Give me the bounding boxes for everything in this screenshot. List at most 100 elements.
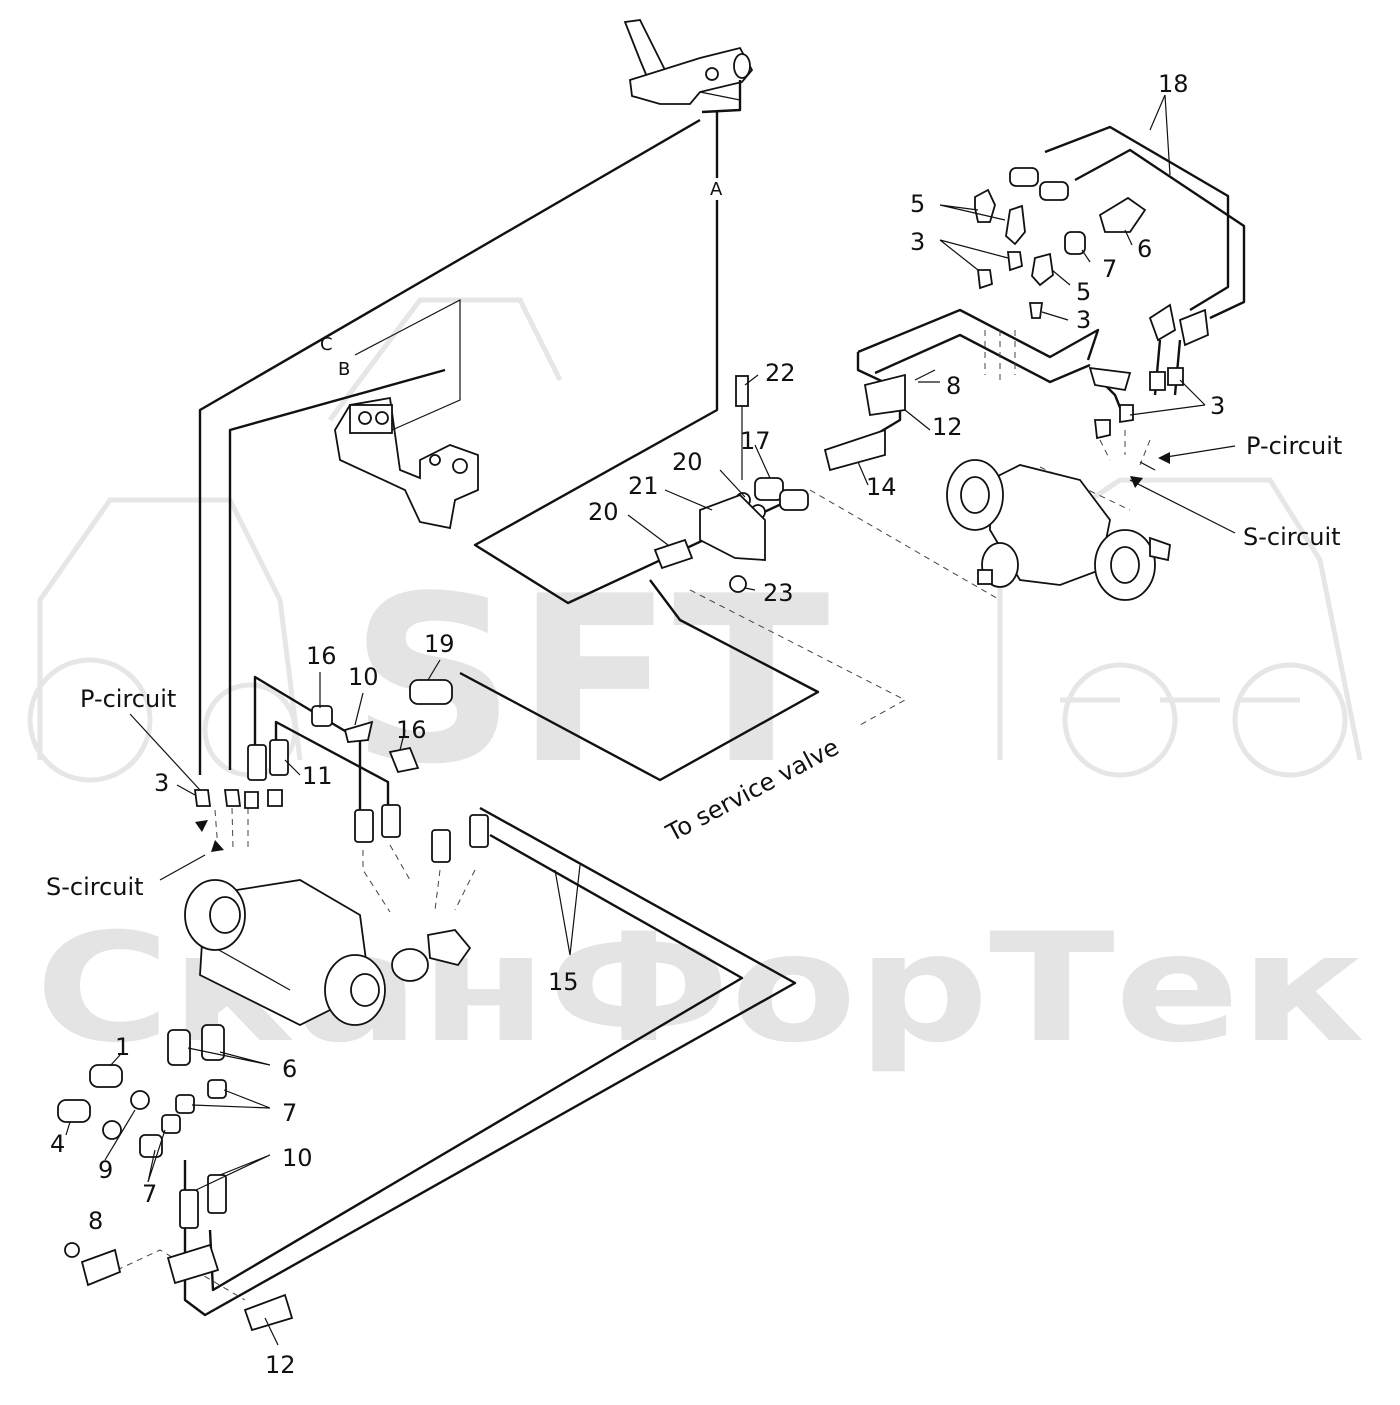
- nut-16a: [311, 705, 333, 727]
- nut-7c: [161, 1114, 181, 1134]
- pipe-mid-a: [857, 308, 1100, 361]
- callout-3-top: 3: [910, 228, 925, 256]
- adapter-3c: [1028, 302, 1044, 319]
- line-b: [228, 368, 446, 770]
- pipe-18-b: [1074, 148, 1246, 320]
- elbow-5c: [1031, 252, 1054, 287]
- callout-5-top: 5: [910, 190, 925, 218]
- plug-19: [409, 679, 453, 705]
- callout-1: 1: [115, 1033, 130, 1061]
- pipe-11-b: [274, 720, 390, 805]
- callout-3-mid: 3: [1076, 306, 1091, 334]
- arrow-s-right: [1130, 476, 1143, 488]
- callout-18: 18: [1158, 70, 1189, 98]
- callout-17: 17: [740, 427, 771, 455]
- screw-8b: [64, 1242, 80, 1258]
- callout-20-left: 20: [588, 498, 619, 526]
- watermark-tractor-right: [997, 477, 1363, 778]
- tee-10a: [179, 1189, 199, 1229]
- s-circuit-label-left: S-circuit: [46, 873, 144, 901]
- callout-4: 4: [50, 1130, 65, 1158]
- line-c-loop: [701, 80, 742, 114]
- callout-19: 19: [424, 630, 455, 658]
- rear-axle-housing: [946, 459, 1171, 601]
- fitting-axle-b: [381, 804, 401, 838]
- adapter-3-left-a: [193, 789, 212, 807]
- p-circuit-label-left: P-circuit: [80, 685, 176, 713]
- elbow-mid: [1088, 366, 1132, 392]
- seal-9b: [102, 1120, 122, 1140]
- bracket-21: [699, 493, 766, 561]
- elbow-18b: [1178, 308, 1209, 347]
- fitting-axle-c: [431, 829, 451, 863]
- control-valve-bracket: [334, 299, 479, 530]
- switch-1: [89, 1064, 123, 1088]
- callout-8-bottom: 8: [88, 1207, 103, 1235]
- coupling-6b: [201, 1024, 225, 1061]
- nut-23: [729, 575, 747, 593]
- coupling-6: [1098, 196, 1147, 233]
- line-letter-b: B: [338, 359, 350, 380]
- coupling-6a: [167, 1029, 191, 1066]
- fitting-11a: [247, 744, 267, 781]
- callout-7-right: 7: [282, 1099, 297, 1127]
- callout-10-bottom: 10: [282, 1144, 313, 1172]
- callout-23: 23: [763, 579, 794, 607]
- tee-10b: [207, 1174, 227, 1214]
- callout-12-top: 12: [932, 413, 963, 441]
- arrow-p-right: [1158, 452, 1170, 464]
- adapter-3g: [1167, 367, 1184, 386]
- p-circuit-label-right: P-circuit: [1246, 432, 1342, 460]
- callout-20-top: 20: [672, 448, 703, 476]
- arrow-s-left: [211, 840, 224, 852]
- seal-9a: [130, 1090, 150, 1110]
- switch-4: [57, 1099, 91, 1123]
- end-fitting-18a: [1009, 167, 1039, 187]
- callout-16-right: 16: [396, 716, 427, 744]
- s-circuit-label-right: S-circuit: [1243, 523, 1341, 551]
- screw-8: [914, 369, 936, 381]
- hose-clip-14: [823, 428, 886, 472]
- adapter-3-left-d: [267, 789, 283, 807]
- plate-8: [80, 1248, 122, 1287]
- tee-10: [343, 720, 374, 743]
- callout-14: 14: [866, 473, 897, 501]
- adapter-3a: [1006, 251, 1023, 272]
- brake-pedal-valve: [623, 19, 754, 105]
- nut-7d: [139, 1134, 163, 1158]
- arrows: [195, 452, 1170, 852]
- clamp-12b: [243, 1293, 294, 1332]
- front-axle-housing: [184, 879, 472, 1027]
- bolt-22-head: [735, 375, 749, 407]
- nut-7b: [207, 1079, 227, 1099]
- callout-numbers: 18 5 6 3 7 5 3 22 8 3 12 17 20 14 21 20 …: [50, 70, 1225, 1379]
- adapter-3d: [1093, 419, 1111, 440]
- elbow-18a: [1148, 303, 1177, 342]
- leader-lines: [65, 94, 1236, 1346]
- elbow-5b: [1005, 204, 1026, 246]
- pipe-mid-b: [874, 333, 1091, 384]
- callout-21: 21: [628, 472, 659, 500]
- fitting-17a: [754, 477, 784, 501]
- callout-3-right: 3: [1210, 392, 1225, 420]
- line-a-lower: [473, 200, 791, 605]
- nut-7: [1064, 231, 1086, 255]
- line-letter-c: C: [320, 334, 333, 355]
- callout-10-left: 10: [348, 663, 379, 691]
- callout-3-left: 3: [154, 769, 169, 797]
- callout-7-bottom: 7: [142, 1180, 157, 1208]
- pipe-11-a: [253, 675, 362, 810]
- fitting-11b: [269, 739, 289, 776]
- adapter-3f: [1149, 371, 1166, 391]
- adapter-3-left-b: [223, 789, 242, 807]
- callout-8-top: 8: [946, 372, 961, 400]
- adapter-3e: [1119, 404, 1134, 424]
- adapter-3-left-c: [244, 791, 259, 809]
- clip-block-12: [863, 373, 906, 417]
- nut-16b: [388, 746, 420, 774]
- callout-6-bottom: 6: [282, 1055, 297, 1083]
- end-fitting-18b: [1039, 181, 1069, 201]
- callout-6-top: 6: [1137, 235, 1152, 263]
- watermark-tractor-left: [27, 297, 563, 783]
